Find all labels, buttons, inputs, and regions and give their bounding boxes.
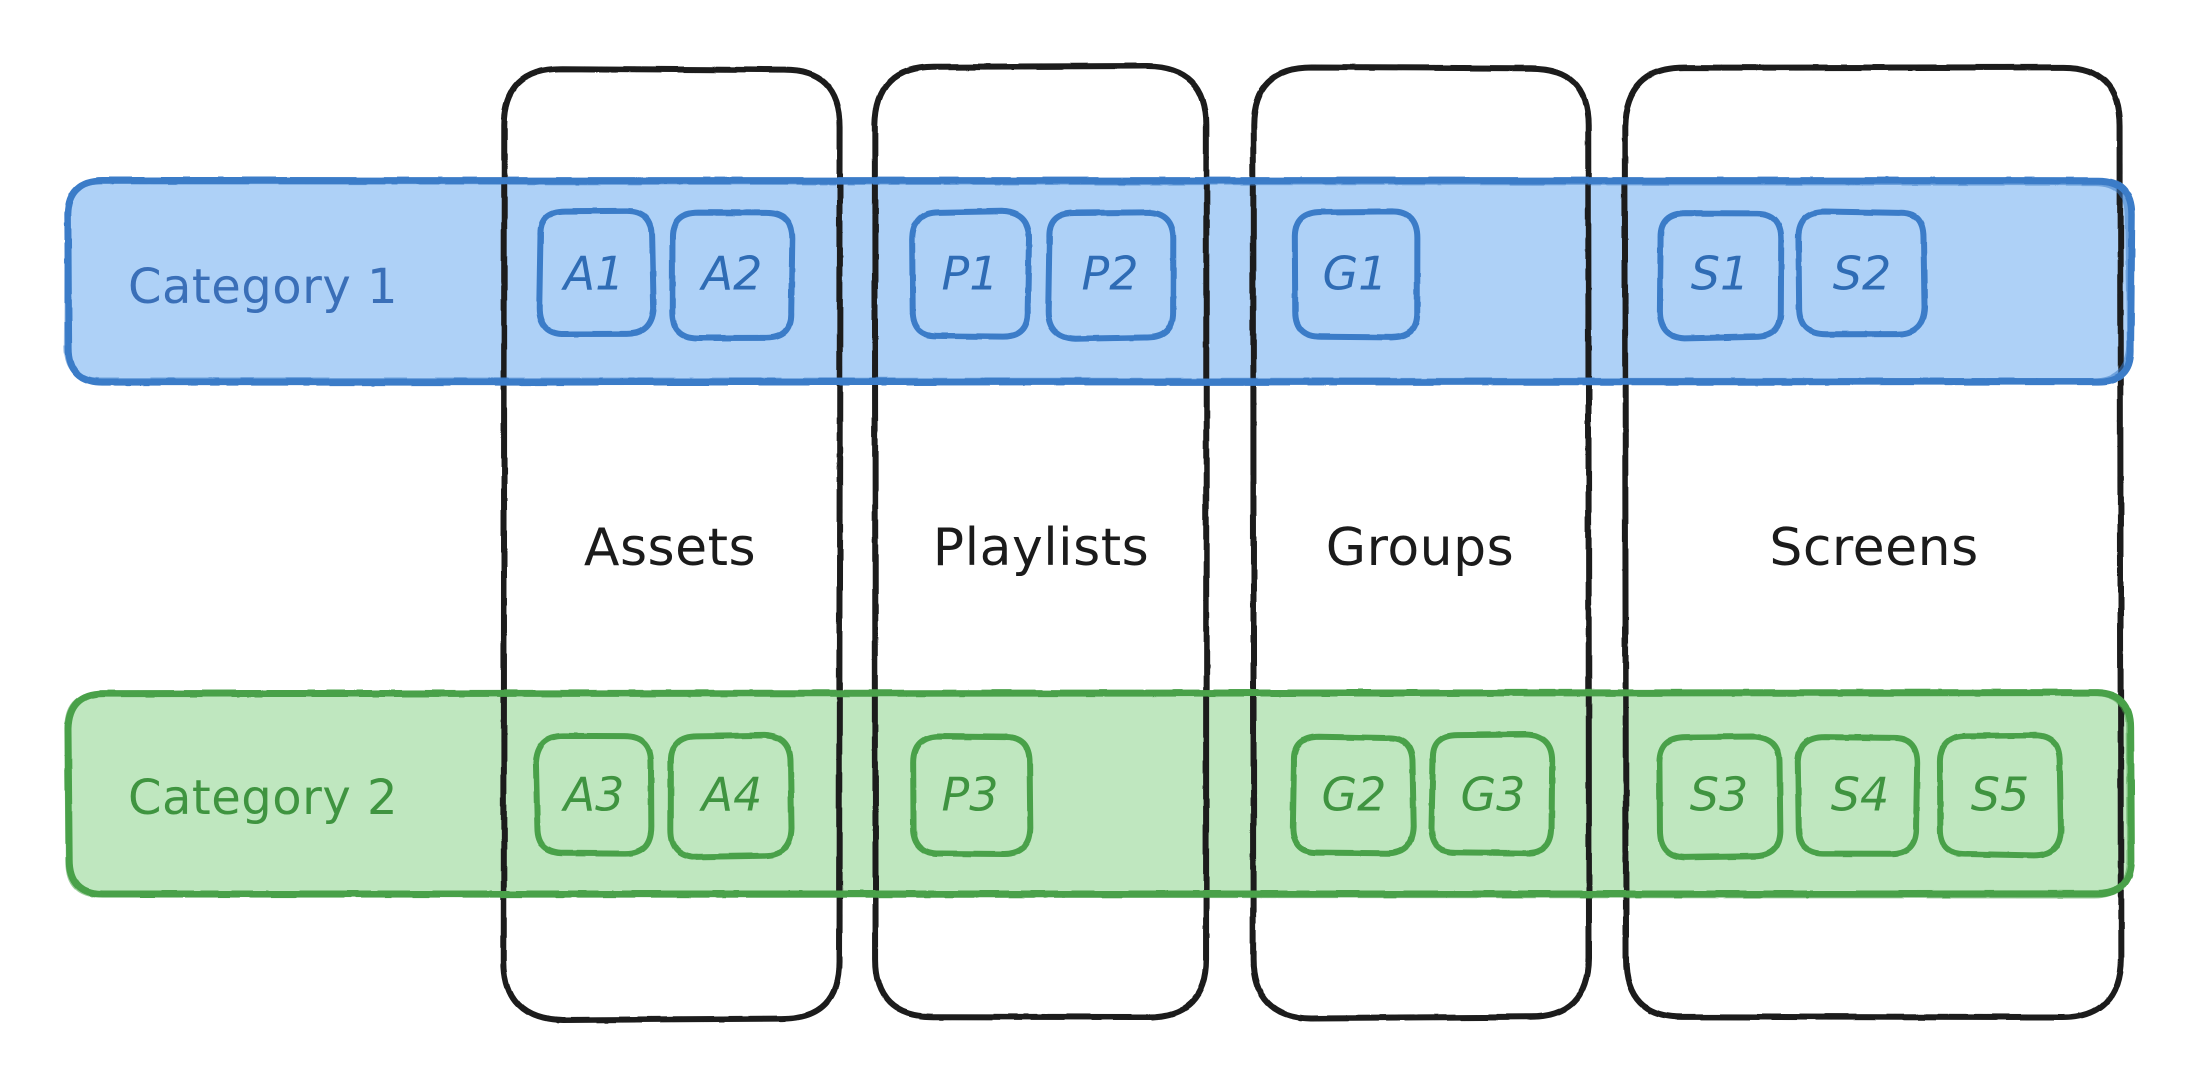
chip-label: P2 [1081,247,1138,301]
label-layer: Category 1 Category 2 Assets Playlists Group… [128,259,1978,826]
chip-label: G1 [1323,247,1388,301]
chip-label: A2 [699,247,763,301]
band-label-category-1: Category 1 [128,259,398,315]
chip-s5[interactable]: S5 [1936,732,2064,859]
column-outline-screens[interactable] [1621,64,2124,1021]
chip-label: P3 [941,768,998,822]
chip-box [532,732,655,857]
chip-s1[interactable]: S1 [1656,210,1785,342]
column-outline-layer [500,62,2124,1023]
chip-box [1656,210,1785,342]
band-label-category-2: Category 2 [128,770,398,826]
chip-label: G3 [1461,768,1526,822]
chip-label: A3 [561,768,625,822]
chip-label: A4 [699,768,763,822]
chip-label: P1 [941,247,998,301]
chip-label: S5 [1971,768,2029,822]
chip-label: A1 [561,247,625,301]
column-label-screens: Screens [1769,518,1978,578]
chip-box [910,733,1034,858]
chip-p2[interactable]: P2 [1045,209,1177,342]
column-outline-playlists[interactable] [871,62,1210,1021]
chip-g2[interactable]: G2 [1289,733,1417,857]
chip-box [1794,734,1921,857]
chip-a1[interactable]: A1 [536,207,657,338]
chip-label: S4 [1831,768,1889,822]
chip-box [536,207,657,338]
chip-box [1656,733,1784,861]
chip-s2[interactable]: S2 [1795,208,1928,338]
chip-a2[interactable]: A2 [669,209,796,341]
chip-label: S3 [1690,768,1748,822]
chip-box [1291,208,1421,341]
chip-box [1045,209,1177,342]
band-stroke-layer [63,177,2136,899]
column-outline-groups[interactable] [1250,64,1593,1022]
chip-a3[interactable]: A3 [532,732,655,857]
chip-box [909,208,1033,340]
chip-box [667,732,795,860]
chip-label: S1 [1691,247,1749,301]
column-label-playlists: Playlists [933,518,1149,578]
column-outline-assets[interactable] [500,65,844,1023]
chip-p3[interactable]: P3 [910,733,1034,858]
band-outline-category-2[interactable] [64,690,2132,899]
chip-s3[interactable]: S3 [1656,733,1784,861]
chip-box [669,209,796,341]
chip-box [1795,208,1928,338]
chip-box [1936,732,2064,859]
band-outline-category-1[interactable] [63,179,2132,384]
chip-s4[interactable]: S4 [1794,734,1921,857]
chip-label: G2 [1322,768,1387,822]
chip-box [1289,733,1417,857]
chip-a4[interactable]: A4 [667,732,795,860]
chip-label: S2 [1833,247,1891,301]
column-label-groups: Groups [1326,518,1514,578]
chip-g3[interactable]: G3 [1428,731,1556,857]
column-label-assets: Assets [584,518,756,578]
chip-box [1428,731,1556,857]
chip-p1[interactable]: P1 [909,208,1033,340]
chip-g1[interactable]: G1 [1291,208,1421,341]
